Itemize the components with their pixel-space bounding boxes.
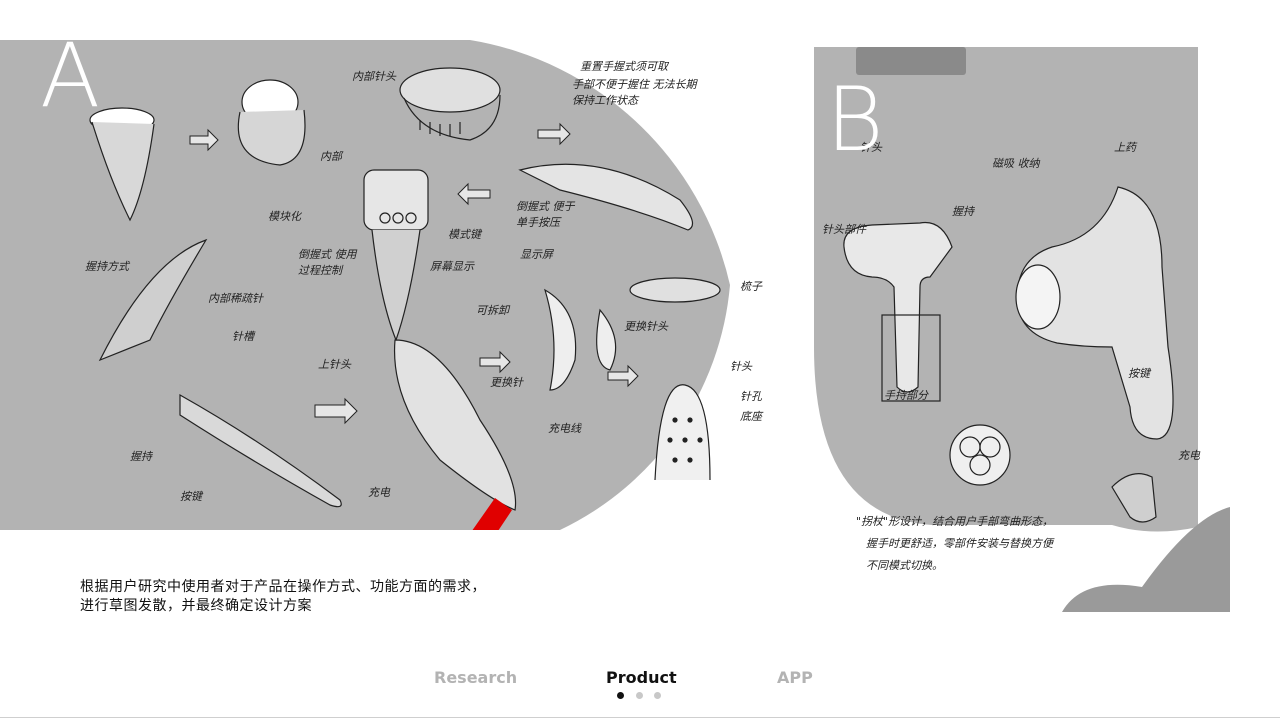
caption-line: 根据用户研究中使用者对于产品在操作方式、功能方面的需求， <box>80 579 486 595</box>
sketch-note: 倒握式 便于 <box>516 200 575 213</box>
sketch-blade <box>543 288 617 391</box>
sketch-note: 手部不便于握住 无法长期 <box>572 78 698 91</box>
sketch-curved-device <box>518 163 694 231</box>
bottom-divider <box>0 717 1280 718</box>
caption-line: 进行草图发散，并最终确定设计方案 <box>80 598 312 614</box>
sketch-note: 握持 <box>952 205 975 218</box>
sketch-pen <box>179 393 342 508</box>
sketch-panel-b: 针头 上药 磁吸 收纳 针头部件 握持 手持部分 按键 充电 "拐杖"形设计，结… <box>812 47 1232 612</box>
caption: 根据用户研究中使用者对于产品在操作方式、功能方面的需求， 进行草图发散，并最终确… <box>80 578 600 616</box>
sketch-note: 握持方式 <box>85 260 131 273</box>
sketch-dot-pad <box>654 384 711 481</box>
sketch-note: 握手时更舒适，零部件安装与替换方便 <box>866 537 1055 550</box>
sketch-note: 上针头 <box>318 358 352 371</box>
sketch-t-device <box>843 221 953 402</box>
tab-research[interactable]: Research <box>434 668 518 687</box>
sketch-circle-detail <box>949 424 1011 486</box>
sketch-panel-a: 内部针头 重置手握式须可取 手部不便于握住 无法长期 保持工作状态 内部 模块化… <box>0 40 790 530</box>
sketch-note: 梳子 <box>740 280 763 293</box>
sketch-tall-device <box>393 339 517 511</box>
sketch-note: 按键 <box>180 490 204 503</box>
sketch-horn <box>89 107 155 222</box>
sketch-note: 更换针 <box>490 376 524 389</box>
sketch-note: 模块化 <box>268 210 303 223</box>
pagination-dot[interactable] <box>636 692 643 699</box>
sketch-note: 显示屏 <box>520 248 555 261</box>
sketch-b-canvas: 针头 上药 磁吸 收纳 针头部件 握持 手持部分 按键 充电 "拐杖"形设计，结… <box>814 47 1230 612</box>
sketch-arrows <box>189 122 639 425</box>
sketch-note: 保持工作状态 <box>572 94 640 107</box>
sketch-note: 可拆卸 <box>476 304 511 317</box>
sketch-note: 底座 <box>740 410 764 423</box>
pagination-dots <box>617 692 667 702</box>
sketch-note: 重置手握式须可取 <box>580 60 670 73</box>
sketch-head <box>237 79 306 166</box>
sketch-note: 磁吸 收纳 <box>992 157 1040 170</box>
pagination-dot[interactable] <box>617 692 624 699</box>
sketch-note: "拐杖"形设计，结合用户手部弯曲形态， <box>856 515 1053 528</box>
panel-a-label: A <box>40 24 101 127</box>
sketch-note: 充电线 <box>548 422 582 435</box>
sketch-note: 针孔 <box>740 390 763 403</box>
pagination-dot[interactable] <box>654 692 661 699</box>
panel-b-background <box>814 47 1198 532</box>
sketch-base-device <box>1111 473 1157 523</box>
sketch-note: 倒握式 使用 <box>298 248 357 261</box>
sketch-note: 针头 <box>730 360 753 373</box>
panel-b-label: B <box>826 68 884 171</box>
sketch-note: 模式键 <box>448 228 483 241</box>
sketch-note: 不同模式切换。 <box>866 559 943 572</box>
selected-check-icon <box>472 498 512 530</box>
sketch-note: 按键 <box>1128 367 1152 380</box>
sketch-note: 充电 <box>1178 449 1201 462</box>
sketch-note: 内部针头 <box>352 70 397 83</box>
tab-product[interactable]: Product <box>606 668 677 687</box>
sketch-note: 内部 <box>320 150 344 163</box>
sketch-note: 针槽 <box>232 330 256 343</box>
sketch-note: 更换针头 <box>624 320 669 333</box>
sketch-note: 屏幕显示 <box>430 260 475 273</box>
tab-app[interactable]: APP <box>777 668 813 687</box>
sketch-brush-head <box>399 67 501 141</box>
device-photo-base <box>1062 507 1230 612</box>
sketch-remote <box>363 169 429 342</box>
sketch-note: 单手按压 <box>516 216 562 229</box>
sketch-note: 过程控制 <box>298 264 344 277</box>
metal-strip <box>856 47 966 75</box>
sketch-note: 内部稀疏针 <box>208 292 264 305</box>
sketch-note: 针头部件 <box>822 223 867 236</box>
sketch-note: 握持 <box>130 450 153 463</box>
sketch-a-canvas: 内部针头 重置手握式须可取 手部不便于握住 无法长期 保持工作状态 内部 模块化… <box>0 40 764 530</box>
sketch-comb <box>629 277 721 303</box>
sketch-note: 上药 <box>1114 141 1138 154</box>
sketch-note: 充电 <box>368 486 391 499</box>
sketch-note: 针头 <box>860 141 883 154</box>
bottom-nav: Research Product APP <box>0 668 1280 698</box>
sketch-fin <box>98 238 208 362</box>
sketch-handle-device <box>1015 186 1174 440</box>
sketch-note: 手持部分 <box>884 389 929 402</box>
